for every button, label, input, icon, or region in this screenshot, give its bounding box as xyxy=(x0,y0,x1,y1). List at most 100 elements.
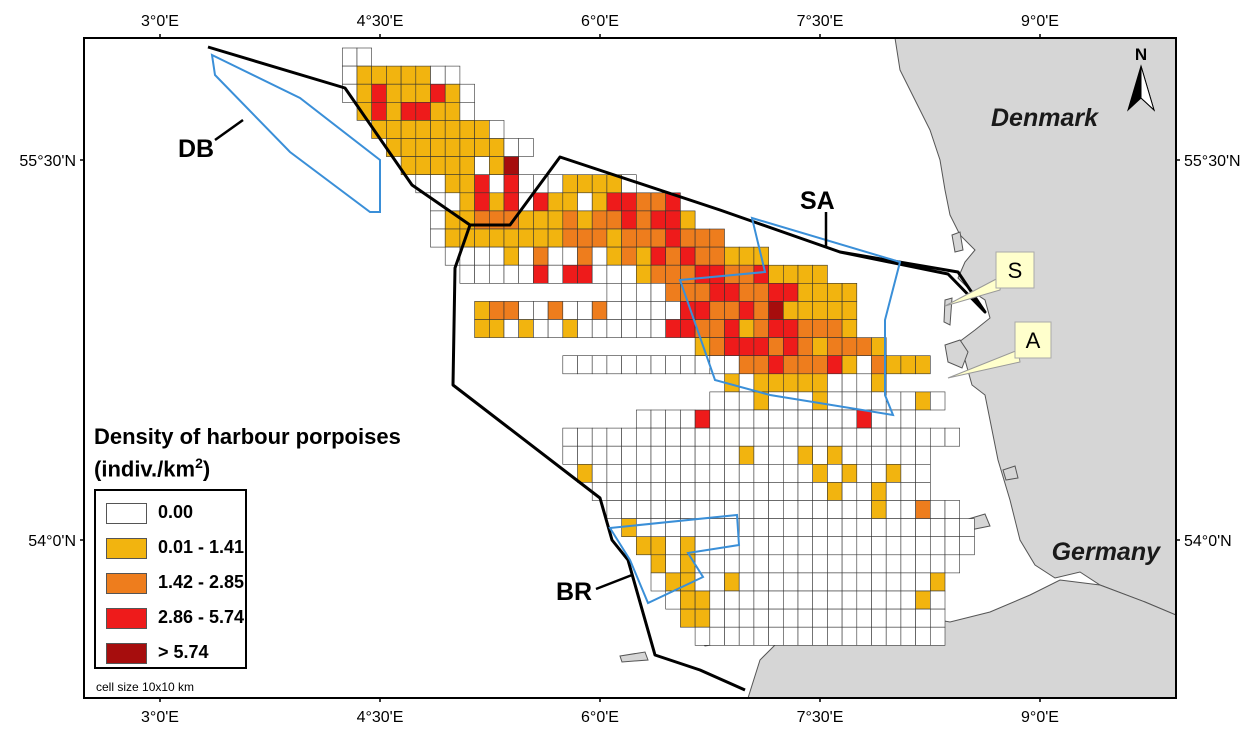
grid-cell xyxy=(547,319,564,338)
grid-cell xyxy=(827,536,843,556)
grid-cell xyxy=(768,264,784,284)
grid-cell xyxy=(709,536,725,556)
grid-cell xyxy=(885,409,902,429)
grid-cell xyxy=(827,337,843,357)
grid-cell xyxy=(856,337,872,357)
grid-cell xyxy=(709,228,725,248)
grid-cell xyxy=(606,445,622,465)
lat-tick-left-1: 55°30'N xyxy=(19,153,76,170)
grid-cell xyxy=(533,319,549,338)
grid-cell xyxy=(503,228,519,248)
grid-cell xyxy=(782,355,799,375)
grid-cell xyxy=(841,373,858,393)
grid-cell xyxy=(738,463,755,483)
lat-tick-left-2: 54°0'N xyxy=(28,533,76,550)
grid-cell xyxy=(944,518,960,537)
grid-cell xyxy=(797,301,813,320)
grid-cell xyxy=(812,319,828,338)
grid-cell xyxy=(768,282,784,302)
callout-box-s xyxy=(995,251,1035,289)
grid-cell xyxy=(841,337,858,357)
grid-cell xyxy=(753,319,769,338)
grid-cell xyxy=(371,102,387,121)
country-label-germany: Germany xyxy=(1052,538,1161,566)
grid-cell xyxy=(621,427,637,447)
north-arrow: N xyxy=(1127,45,1155,112)
grid-cell xyxy=(635,319,652,338)
grid-cell xyxy=(547,301,564,320)
grid-cell xyxy=(929,608,946,628)
grid-cell xyxy=(900,554,916,574)
grid-cell xyxy=(680,500,696,519)
grid-cell xyxy=(841,427,858,447)
grid-cell xyxy=(606,482,622,501)
grid-cell xyxy=(665,355,681,375)
lon-tick-bottom-1: 3°0'E xyxy=(141,709,179,726)
grid-cell xyxy=(665,482,681,501)
grid-cell xyxy=(694,301,711,320)
grid-cell xyxy=(827,445,843,465)
grid-cell xyxy=(547,174,564,194)
grid-cell xyxy=(650,500,666,519)
grid-cell xyxy=(782,536,799,556)
grid-cell xyxy=(797,445,813,465)
survey-area-outline xyxy=(207,45,987,692)
legend-units-prefix: (indiv./km xyxy=(94,456,196,482)
grid-cell xyxy=(753,482,769,501)
grid-cell xyxy=(768,482,784,501)
grid-cell xyxy=(782,572,799,592)
grid-cell xyxy=(621,282,637,302)
grid-cell xyxy=(768,427,784,447)
grid-cell xyxy=(459,174,475,194)
grid-cell xyxy=(650,282,666,302)
lat-tick-right-1: 55°30'N xyxy=(1184,153,1241,170)
grid-cell xyxy=(665,536,681,556)
grid-cell xyxy=(488,264,505,284)
grid-cell xyxy=(812,445,828,465)
grid-cell xyxy=(665,427,681,447)
grid-cell xyxy=(900,572,916,592)
grid-cell xyxy=(356,47,372,67)
grid-cell xyxy=(621,445,637,465)
grid-cell xyxy=(694,518,711,537)
callout-label-s: S xyxy=(1008,258,1023,283)
grid-cell xyxy=(929,500,946,519)
grid-cell xyxy=(680,355,696,375)
grid-cell xyxy=(768,590,784,610)
grid-cell xyxy=(635,228,652,248)
grid-cell xyxy=(621,319,637,338)
grid-cell xyxy=(430,83,446,103)
legend: 0.00 0.01 - 1.41 1.42 - 2.85 2.86 - 5.74… xyxy=(94,489,247,669)
grid-cell xyxy=(856,373,872,393)
grid-cell xyxy=(400,102,417,121)
legend-title-text: Density of harbour porpoises xyxy=(94,424,401,449)
legend-label-4: > 5.74 xyxy=(158,642,209,662)
grid-cell xyxy=(856,355,872,375)
grid-cell xyxy=(929,590,946,610)
grid-cell xyxy=(812,427,828,447)
grid-cell xyxy=(635,500,652,519)
grid-cell xyxy=(474,174,490,194)
grid-cell xyxy=(915,500,931,519)
grid-cell xyxy=(503,192,519,212)
grid-cell xyxy=(591,355,608,375)
legend-row-2: 1.42 - 2.85 xyxy=(106,571,246,597)
grid-cell xyxy=(944,554,960,574)
grid-cell xyxy=(900,463,916,483)
grid-cell xyxy=(518,264,534,284)
grid-cell xyxy=(753,355,769,375)
grid-cell xyxy=(386,83,402,103)
grid-cell xyxy=(738,482,755,501)
legend-units-sup: 2 xyxy=(195,455,203,471)
grid-cell xyxy=(812,355,828,375)
grid-cell xyxy=(885,536,902,556)
grid-cell xyxy=(650,463,666,483)
grid-cell xyxy=(709,482,725,501)
grid-cell xyxy=(915,608,931,628)
grid-cell xyxy=(959,518,975,537)
grid-cell xyxy=(753,572,769,592)
grid-cell xyxy=(768,319,784,338)
grid-cell xyxy=(591,301,608,320)
grid-cell xyxy=(371,65,387,85)
grid-cell xyxy=(562,228,578,248)
